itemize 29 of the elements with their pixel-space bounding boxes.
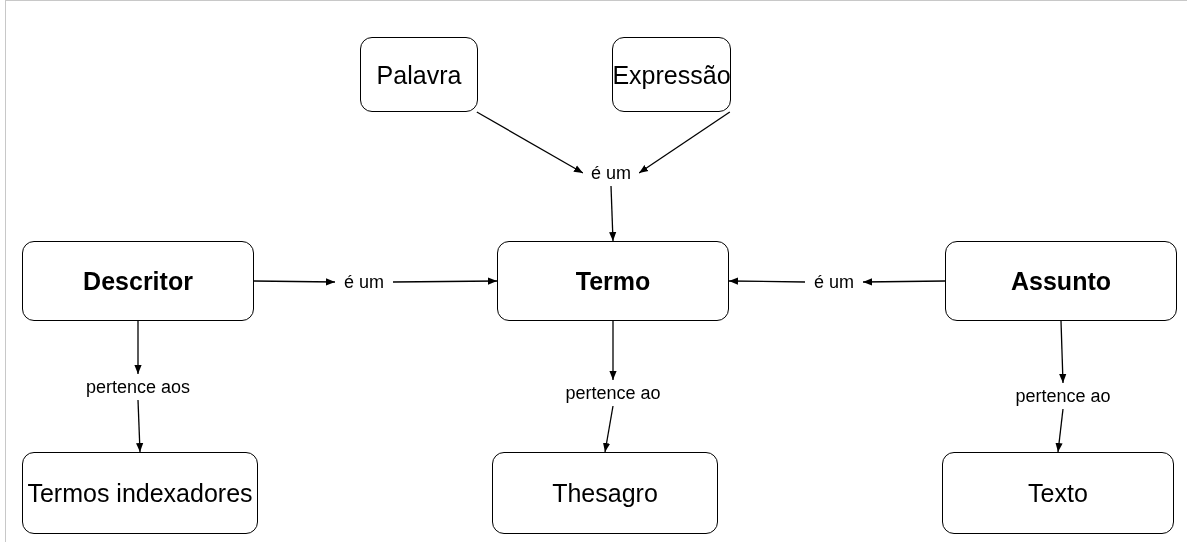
concept-label: Texto bbox=[1028, 478, 1088, 508]
concept-label: Termo bbox=[575, 266, 651, 296]
arrow bbox=[862, 278, 946, 286]
concept-box bbox=[22, 241, 254, 321]
concept-box bbox=[945, 241, 1177, 321]
concept-label: Assunto bbox=[1011, 266, 1111, 296]
arrow bbox=[392, 277, 498, 285]
arrow bbox=[728, 277, 806, 285]
arrow bbox=[476, 111, 584, 174]
concept-label: Expressão bbox=[612, 59, 731, 90]
arrow bbox=[638, 111, 731, 174]
arrow bbox=[1055, 408, 1064, 453]
concept-box bbox=[360, 37, 478, 112]
arrow bbox=[609, 185, 617, 242]
arrow bbox=[603, 405, 614, 453]
concept-box bbox=[942, 452, 1174, 534]
arrow bbox=[609, 320, 617, 381]
concept-box bbox=[22, 452, 258, 534]
concept-box bbox=[612, 37, 731, 112]
concept-label: Palavra bbox=[376, 59, 462, 90]
arrow bbox=[1059, 320, 1067, 384]
arrow bbox=[134, 320, 142, 375]
concept-label: Descritor bbox=[83, 266, 193, 296]
concept-label: Thesagro bbox=[552, 478, 658, 508]
arrow bbox=[253, 278, 336, 286]
arrow bbox=[136, 399, 144, 453]
concept-box bbox=[492, 452, 718, 534]
concept-box bbox=[497, 241, 729, 321]
concept-label: Termos indexadores bbox=[27, 478, 253, 508]
